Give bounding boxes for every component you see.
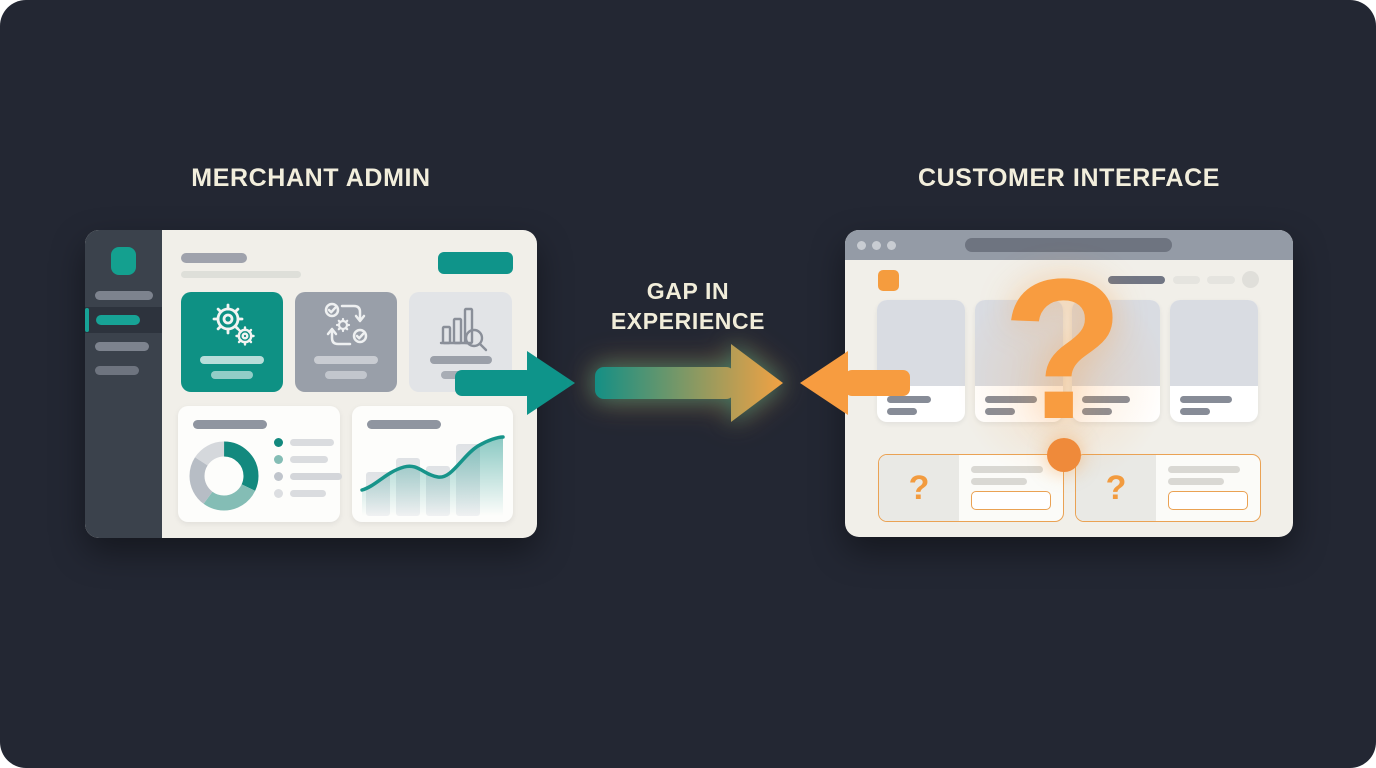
question-mark-icon: ?: [879, 455, 959, 521]
product-title-bar: [985, 396, 1037, 403]
browser-chrome: [845, 230, 1293, 260]
nav-link-bar: [1108, 276, 1165, 284]
product-card: [975, 300, 1063, 422]
product-price-bar: [887, 408, 917, 415]
unknown-feature-card: ?: [878, 454, 1064, 522]
card-text-bar: [200, 356, 264, 364]
donut-legend: [274, 438, 342, 498]
product-title-bar: [887, 396, 931, 403]
admin-logo-icon: [111, 247, 136, 275]
gap-gradient-arrow-icon: [595, 344, 783, 422]
card-text-bar: [429, 356, 492, 364]
customer-arrow-icon: [800, 351, 910, 415]
admin-card-workflow: [295, 292, 397, 392]
gap-label-line2: EXPERIENCE: [610, 308, 766, 334]
card-text-bar: [211, 371, 253, 379]
window-dot-icon: [887, 241, 896, 250]
product-card: [1072, 300, 1160, 422]
customer-interface-mockup: ? ?: [845, 230, 1293, 537]
nav-link-bar: [1207, 276, 1235, 284]
window-dot-icon: [872, 241, 881, 250]
widget-title-bar: [367, 420, 441, 429]
card-text-bar: [971, 466, 1043, 473]
merchant-arrow-icon: [455, 351, 575, 415]
admin-donut-widget: [178, 406, 342, 522]
product-price-bar: [1082, 408, 1112, 415]
product-image-placeholder: [1170, 300, 1258, 386]
product-price-bar: [1180, 408, 1210, 415]
admin-page-title-bar: [181, 253, 247, 263]
nav-link-bar: [1173, 276, 1200, 284]
url-bar: [965, 238, 1172, 252]
card-text-bar: [1168, 478, 1224, 485]
unknown-feature-card: ?: [1075, 454, 1261, 522]
unknown-card-body: [959, 455, 1063, 521]
product-image-placeholder: [975, 300, 1063, 386]
question-mark-icon: ?: [1076, 455, 1156, 521]
sidebar-item-active: [96, 315, 140, 325]
card-text-bar: [971, 478, 1027, 485]
admin-action-button: [438, 252, 513, 274]
sidebar-active-indicator: [85, 308, 89, 332]
area-chart: [360, 435, 505, 516]
card-text-bar: [314, 356, 378, 364]
legend-row: [274, 455, 342, 464]
card-text-bar: [1168, 466, 1240, 473]
donut-chart: [189, 441, 259, 511]
product-price-bar: [985, 408, 1015, 415]
product-title-bar: [1180, 396, 1232, 403]
legend-row: [274, 438, 342, 447]
avatar-circle: [1242, 271, 1259, 288]
question-mark-dot-icon: [1047, 438, 1081, 472]
merchant-admin-title: MERCHANT ADMIN: [191, 164, 431, 192]
shop-logo-icon: [878, 270, 899, 291]
admin-area-widget: [352, 406, 513, 522]
card-text-bar: [325, 371, 367, 379]
product-card: [1170, 300, 1258, 422]
sidebar-item: [95, 342, 149, 351]
chart-search-icon: [439, 307, 488, 352]
unknown-card-button: [1168, 491, 1248, 510]
sync-workflow-icon: [324, 302, 368, 346]
product-card: [877, 300, 965, 422]
big-question-mark-icon: ?: [1001, 238, 1125, 461]
widget-title-bar: [193, 420, 267, 429]
product-title-bar: [1082, 396, 1130, 403]
admin-subtitle-bar: [181, 271, 301, 278]
unknown-card-button: [971, 491, 1051, 510]
sidebar-item: [95, 366, 139, 375]
legend-row: [274, 489, 342, 498]
admin-card-settings: [181, 292, 283, 392]
admin-sidebar: [85, 230, 162, 538]
legend-row: [274, 472, 342, 481]
unknown-card-body: [1156, 455, 1260, 521]
window-dot-icon: [857, 241, 866, 250]
customer-interface-title: CUSTOMER INTERFACE: [917, 164, 1221, 192]
product-image-placeholder: [1072, 300, 1160, 386]
gap-label-line1: GAP IN: [646, 278, 730, 304]
gap-label: GAP IN EXPERIENCE: [568, 276, 808, 336]
gears-icon: [212, 303, 255, 346]
sidebar-item: [95, 291, 153, 300]
